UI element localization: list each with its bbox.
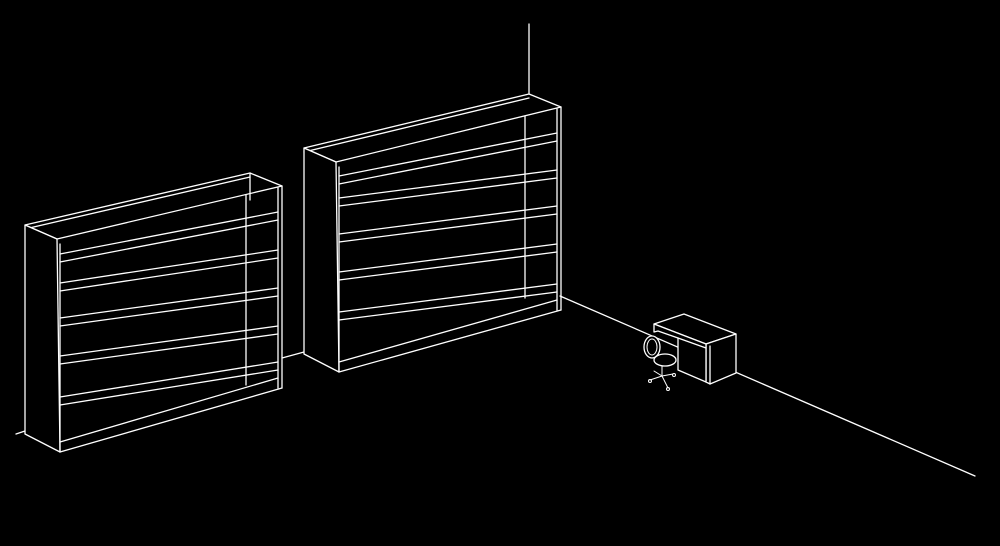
shelf bbox=[338, 213, 558, 243]
shelf bbox=[338, 251, 558, 281]
shelf bbox=[59, 333, 279, 365]
shelf bbox=[338, 283, 558, 313]
floor-edge-left-b bbox=[15, 430, 26, 435]
floor-edge-left-a bbox=[281, 351, 305, 359]
bookcase-left-top bbox=[24, 172, 283, 240]
room-outline bbox=[15, 23, 976, 477]
floor-edge-right bbox=[559, 295, 976, 477]
shelf bbox=[338, 291, 558, 321]
desk bbox=[653, 313, 737, 385]
shelf bbox=[59, 219, 279, 263]
shelf bbox=[59, 295, 279, 327]
chair-base bbox=[648, 370, 676, 391]
desk-side bbox=[653, 323, 707, 383]
bookcase-left-shelves bbox=[59, 211, 279, 406]
shelf bbox=[59, 249, 279, 284]
shelf bbox=[338, 177, 558, 207]
shelf bbox=[59, 325, 279, 357]
bookcase-right bbox=[303, 93, 562, 373]
shelf bbox=[338, 243, 558, 273]
chair-seat bbox=[653, 353, 677, 367]
bookcase-left-side bbox=[24, 224, 61, 453]
shelf bbox=[59, 287, 279, 319]
bookcase-right-top bbox=[303, 93, 562, 163]
shelf bbox=[338, 205, 558, 235]
bookcase-left-bottom bbox=[59, 387, 283, 453]
shelf bbox=[338, 132, 558, 177]
shelf bbox=[338, 140, 558, 185]
shelf bbox=[59, 369, 279, 406]
bookcase-right-bottom bbox=[338, 309, 562, 373]
bookcase-left bbox=[24, 172, 283, 453]
shelf bbox=[59, 361, 279, 398]
shelf bbox=[59, 257, 279, 292]
bookcase-right-side bbox=[303, 147, 340, 373]
bookcase-right-shelves bbox=[338, 132, 558, 321]
office-chair bbox=[643, 335, 677, 391]
shelf bbox=[338, 169, 558, 199]
shelf bbox=[59, 211, 279, 255]
